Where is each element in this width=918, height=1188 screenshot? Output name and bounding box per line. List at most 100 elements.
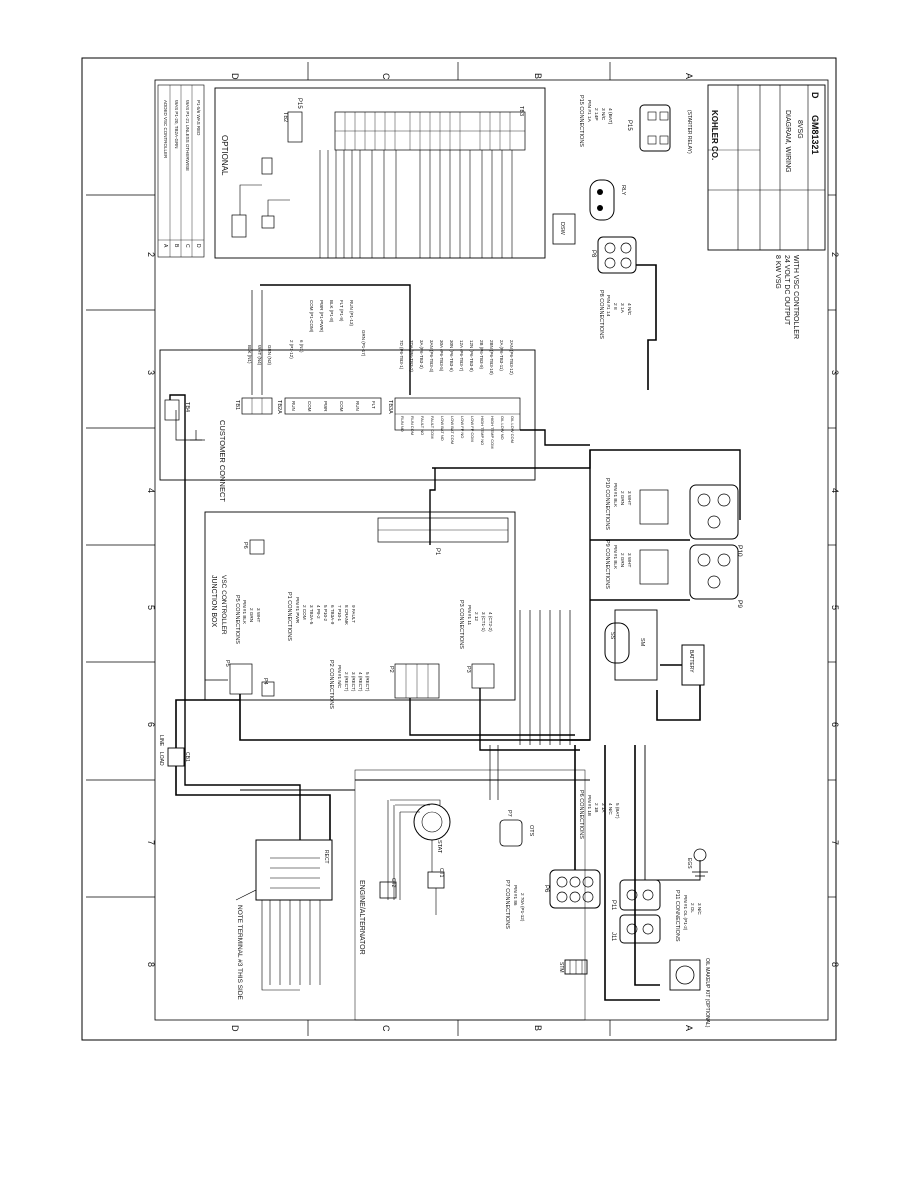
tb3a-term-6: LOW BAT COM xyxy=(450,416,455,444)
p15-top-label: P15 xyxy=(296,98,302,109)
title-block: KOHLER CO. DIAGRAM, WIRING 8VSG GM81321 … xyxy=(707,84,826,251)
tb3-terminals xyxy=(344,112,511,150)
tb2a-term-4: COM xyxy=(339,401,344,412)
cb1-label: CB1 xyxy=(184,752,190,762)
p10-conn-line-2: 2 GRN xyxy=(620,491,625,505)
rev-desc-b: WAS P1-20, TB2A-GRN xyxy=(174,100,179,149)
line-label: LINE xyxy=(158,735,164,747)
dsw-component: DSW xyxy=(552,213,576,245)
customer-connect-label: CUSTOMER CONNECT xyxy=(218,420,227,502)
note-terminal-label: NOTE TERMINAL #3 THIS SIDE xyxy=(236,905,243,1001)
wire-label-13: 7DA (P6-TB3-2) xyxy=(409,340,414,373)
tb2-block xyxy=(287,111,303,143)
main-harness xyxy=(251,284,741,741)
battery-cable xyxy=(656,664,701,721)
zone-number-3-right: 3 xyxy=(830,370,840,375)
tb3a-term-11: OIL LOW NO xyxy=(500,416,505,440)
customer-wire-labels: BLK (N1) WHT (N4) GRN (N3) 2 (P1-12) 6 (… xyxy=(247,300,514,375)
junction-box-wiring xyxy=(204,610,590,751)
rectifier-wiring xyxy=(261,900,321,991)
optional-label: OPTIONAL xyxy=(220,135,229,176)
tb3a-term-10: HIGH TEMP COM xyxy=(490,416,495,449)
zone-letter-d-bottom: D xyxy=(230,1025,240,1032)
ots-sensor xyxy=(499,819,523,847)
ct2-label: CT2 xyxy=(390,878,396,888)
p2-label: P2 xyxy=(388,666,394,673)
tb1-label: TB1 xyxy=(234,400,240,410)
zone-letter-a-bottom: A xyxy=(684,1025,694,1031)
wire-label-12: 7D (P6-TB3-1) xyxy=(399,340,404,370)
wire-label-22: 2A (P6-TB3-11) xyxy=(499,340,504,371)
tb3a-term-9: HIGH TEMP NO xyxy=(480,416,485,445)
zone-number-3-left: 3 xyxy=(146,370,156,375)
starter-motor: STM xyxy=(558,959,588,975)
p3-strip xyxy=(471,663,495,689)
p8-conn-line-3: 3 1A xyxy=(619,303,625,314)
wire-label-20: 2B (P6-TB3-9) xyxy=(479,340,484,370)
p9-p10-cable xyxy=(590,539,690,601)
p1-conn-line-4: 4 P9-2 xyxy=(316,605,321,619)
tb2a-term-6: FLT xyxy=(371,401,376,409)
p9-connector: P9 xyxy=(639,544,743,608)
p1-label: P1 xyxy=(434,548,440,556)
p5-label: P5 xyxy=(224,660,230,667)
drawing-title: DIAGRAM, WIRING xyxy=(784,110,791,173)
zone-number-6-right: 6 xyxy=(830,722,840,727)
subtitle-line-1: 8 KW VSG xyxy=(774,255,781,289)
vsc-controller-label: VSC CONTROLLER xyxy=(220,575,227,635)
p9-conn-line-2: 2 GRN xyxy=(620,553,625,567)
p6-conn-line-5: 5 (BAT) xyxy=(615,803,620,819)
p8-connector: P8 xyxy=(590,236,637,274)
customer-ground xyxy=(190,430,202,441)
wire-label-21: 2BN (P6-TB3-10) xyxy=(489,340,494,375)
engine-alternator-label: ENGINE/ALTERNATOR xyxy=(358,880,365,955)
zone-number-4-left: 4 xyxy=(146,488,156,493)
p10-conn-line-1: PIN #1 BLK xyxy=(613,483,618,508)
p11-conn-line-3: 3 N/C xyxy=(697,903,702,915)
optional-box: OPTIONAL TB2 P15 TB3 xyxy=(214,87,546,259)
stm-label: STM xyxy=(558,962,564,973)
wire-label-23: 2AN (P6-TB3-12) xyxy=(509,340,514,375)
p10-conn-title: P10 CONNECTIONS xyxy=(604,478,610,530)
p6-label: P6 xyxy=(242,542,248,549)
tb2a-terminals: RUN COM PWR COM RUN FLT xyxy=(291,401,376,412)
zone-letter-a-top: A xyxy=(684,73,694,79)
p7-conn-line-2: 2 70A (P1-12) xyxy=(520,893,525,922)
customer-connect-box: CUSTOMER CONNECT TB4 TB1 TB2A TB3A xyxy=(159,349,536,502)
starter-relay-label: (STARTER RELAY) xyxy=(686,110,692,154)
rly-label: RLY xyxy=(620,185,626,196)
subtitle-line-2: 24 VOLT DC OUTPUT xyxy=(783,255,790,326)
tb3a-term-2: RUN COM xyxy=(410,416,415,435)
p5-conn-line-3: 3 WHT xyxy=(256,608,261,622)
p3-label: P3 xyxy=(465,666,471,673)
tb3a-term-1: RUN NO xyxy=(400,416,405,432)
zone-number-7-left: 7 xyxy=(146,840,156,845)
wire-label-7: PWR (P1-PWR) xyxy=(319,300,324,333)
dsw-label: DSW xyxy=(559,222,565,236)
tb2-label: TB2 xyxy=(282,112,288,122)
wire-label-6: COM (P1-COM) xyxy=(309,300,314,333)
wire-label-19: 12N (P6-TB3-8) xyxy=(469,340,474,372)
p15-connector: P15 (STARTER RELAY) xyxy=(626,104,692,154)
wire-label-4: 2 (P1-12) xyxy=(289,340,294,359)
wire-label-5: 6 (N1) xyxy=(299,340,304,353)
p7-label: P7 xyxy=(506,810,512,817)
wire-label-2: WHT (N4) xyxy=(257,345,262,366)
rev-desc-c: WAS P1-21 UNLESS OTHERWISE xyxy=(185,100,190,171)
optional-wires xyxy=(319,150,513,258)
p15-conn-line-3: 3 N/C xyxy=(600,108,606,121)
p9-label: P9 xyxy=(736,600,743,608)
rev-desc-d: P1-5/6 WAS RED xyxy=(196,100,201,136)
p2-conn-line-5: 5 (RECT) xyxy=(365,672,370,692)
relay-component: RLY xyxy=(589,179,626,221)
p6-conn-line-3: 3 1A xyxy=(601,803,606,813)
tb3a-term-8: LOW FP COM xyxy=(470,416,475,442)
p9-connections-list: P9 CONNECTIONS PIN #1 BLK 2 GRN 3 WHT xyxy=(604,540,632,589)
p1-conn-line-2: 2 COM xyxy=(302,605,307,620)
zone-number-2-right: 2 xyxy=(830,252,840,257)
tb3a-term-4: FAULT COM xyxy=(430,416,435,439)
p11-conn-line-2: 2 OL xyxy=(690,903,695,913)
zone-letter-c-bottom: C xyxy=(381,1025,391,1032)
stator-coil xyxy=(413,803,451,841)
